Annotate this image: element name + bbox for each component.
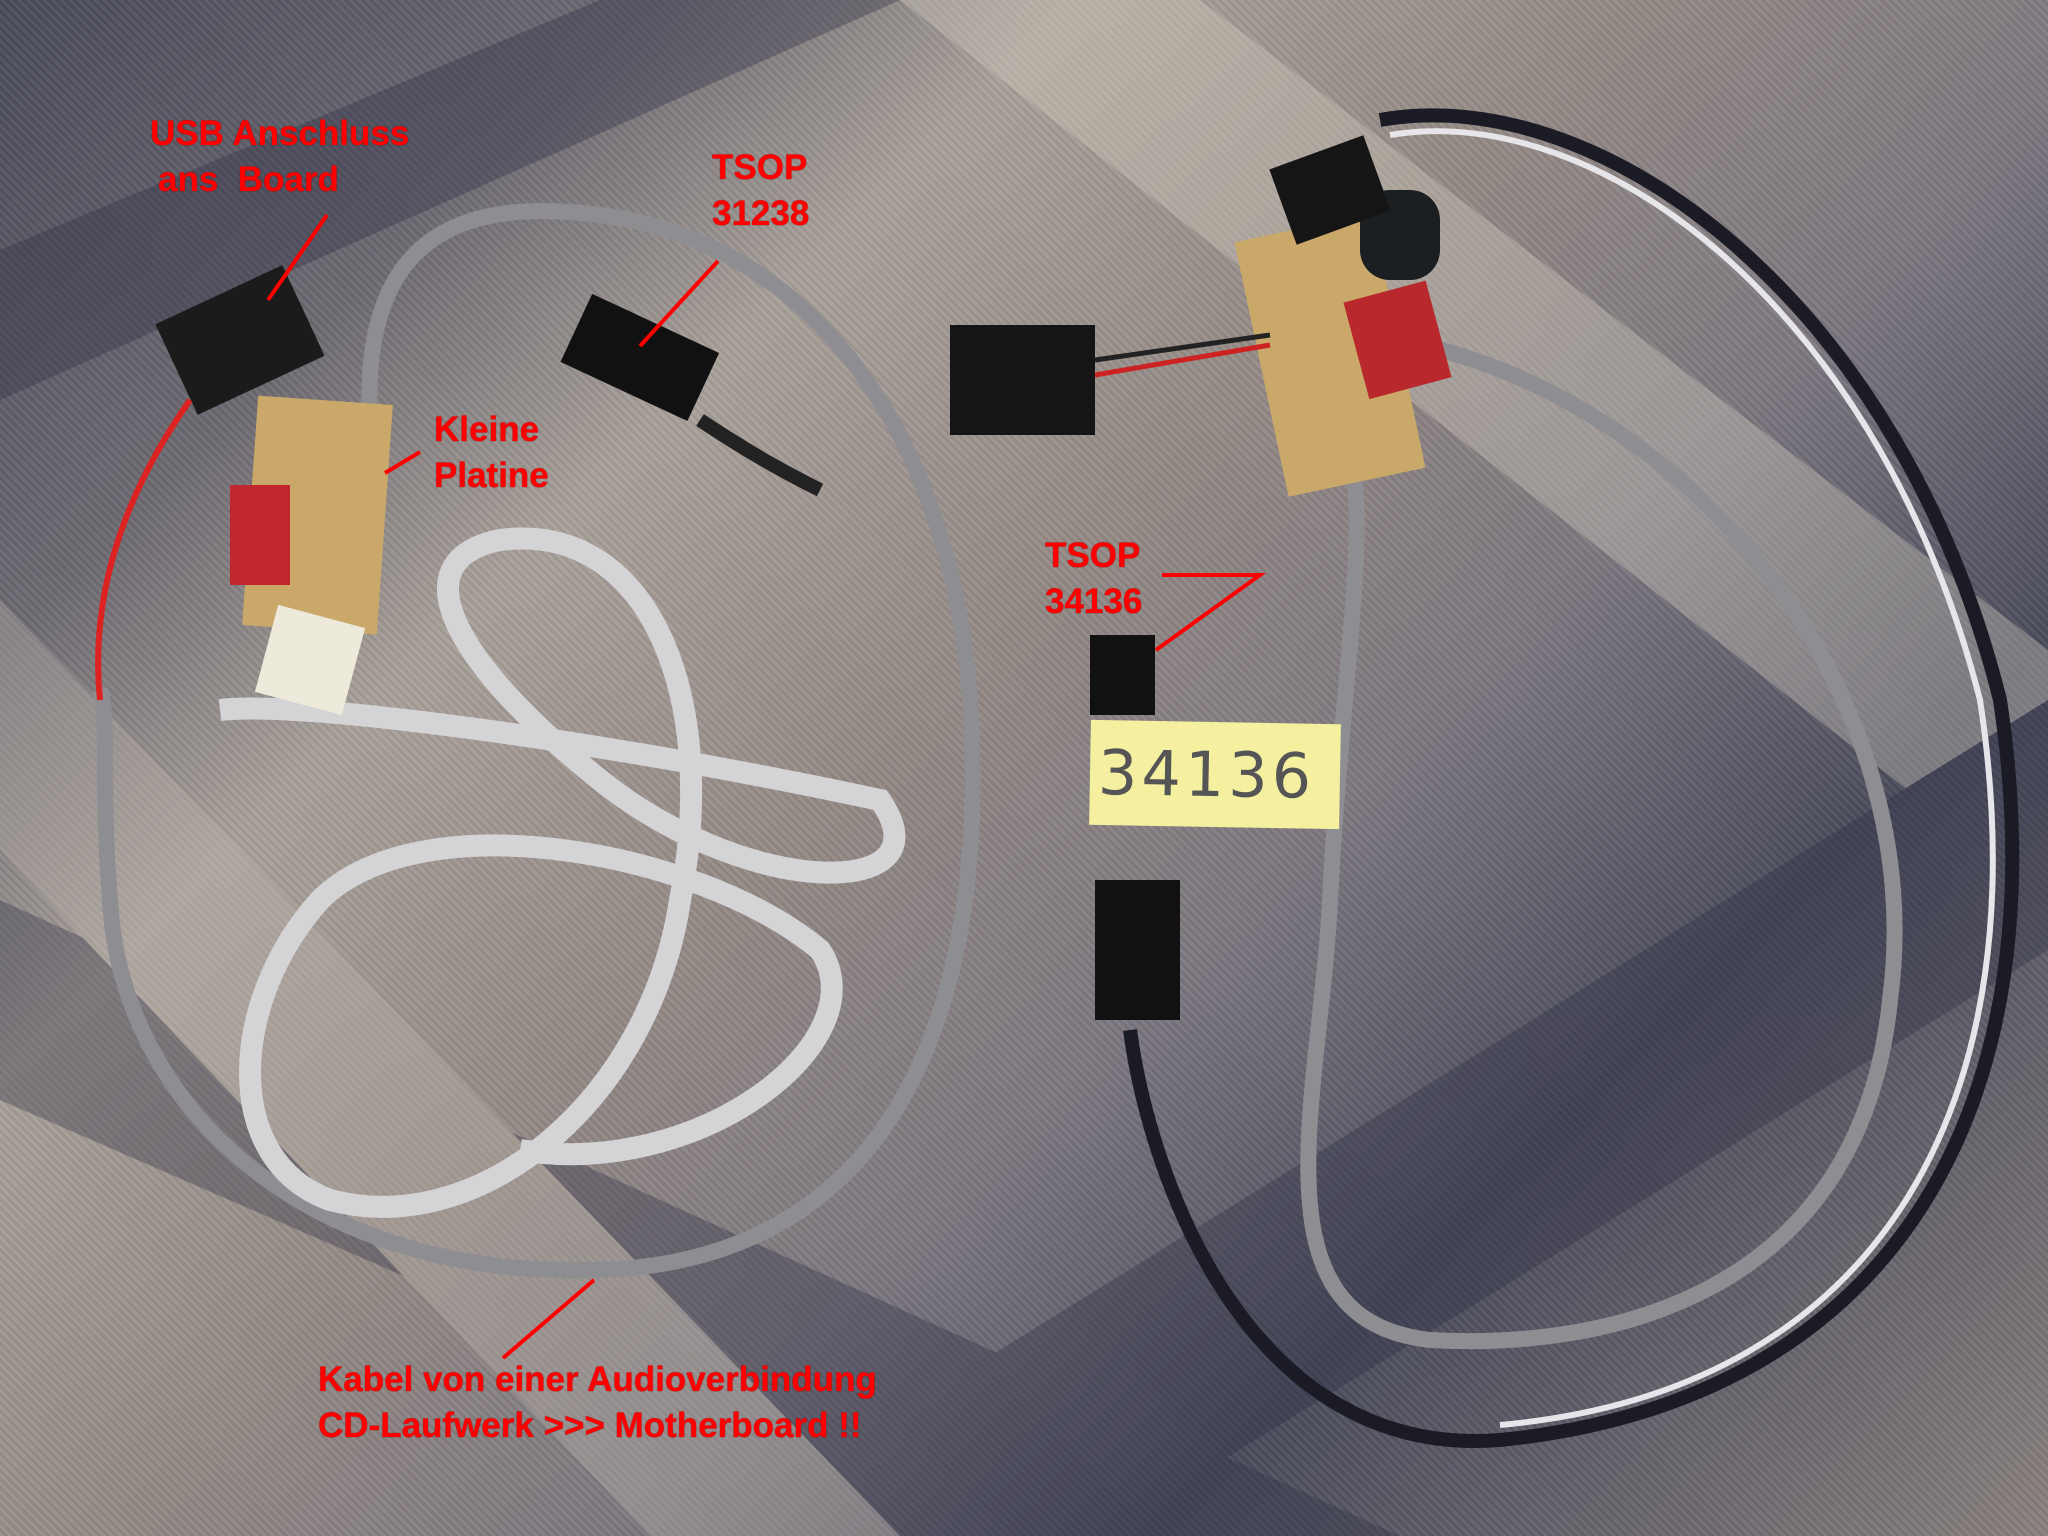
platine-line2: Platine: [434, 456, 549, 495]
kabel-line1: Kabel von einer Audioverbindung: [318, 1360, 877, 1399]
grey-audio-cable-left: [92, 203, 981, 1279]
red-capacitor-left: [230, 485, 290, 585]
tsop2-line1: TSOP: [1045, 536, 1141, 575]
usb-line2: ans Board: [158, 160, 339, 199]
header-connector-right: [1269, 135, 1391, 245]
tsop2-pointer-line: [1154, 573, 1267, 652]
pin-headers: [1095, 880, 1180, 1020]
usb-line1: USB Anschluss: [150, 114, 410, 153]
red-capacitor-right: [1343, 280, 1452, 400]
tsop1-line1: TSOP: [712, 148, 808, 187]
usb-connector: [155, 265, 325, 415]
kabel-pointer-line: [501, 1278, 596, 1360]
tsop1-pointer-line: [638, 259, 720, 348]
tsop-34136-sensor: [1090, 635, 1155, 715]
white-connector: [254, 604, 366, 716]
black-white-cable: [1123, 108, 2020, 1449]
tsop2-line2: 34136: [1045, 582, 1143, 621]
platine-pointer-line: [383, 450, 422, 475]
tsop1-line2: 31238: [712, 194, 810, 233]
usb-pointer-line: [266, 213, 329, 302]
platine-line1: Kleine: [434, 410, 540, 449]
kabel-line2: CD-Laufwerk >>> Motherboard !!: [318, 1406, 862, 1445]
tsop-31238-sensor: [560, 293, 720, 422]
ribbon-cable-white: [218, 527, 906, 1218]
small-pcb-right: [1234, 213, 1426, 497]
four-pin-connector: [950, 325, 1095, 435]
